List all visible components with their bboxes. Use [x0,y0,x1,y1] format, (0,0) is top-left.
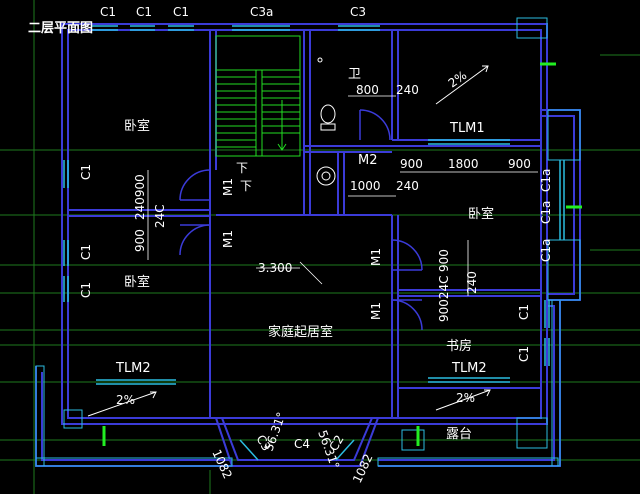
dimension-label: 1800 [448,157,479,171]
slope-arrows [87,65,491,417]
dimension-label: 90024C [437,275,451,322]
room-label-bedroom-w: 卧室 [124,274,150,290]
slope-label: 2% [116,393,135,407]
window-label: C1 [79,244,93,260]
window-symbols [63,25,565,461]
dimension-label: 1000 [350,179,381,193]
staircase [215,35,301,157]
window-label: TLM2 [115,361,151,376]
room-label-terrace: 露台 [446,427,472,442]
dimension-label: 900 [508,157,531,171]
dimension-lines [147,95,538,296]
dimension-label: 1082 [350,452,376,486]
window-label: C1 [79,164,93,180]
green-markers [102,62,582,446]
window-label: C1 [79,282,93,298]
window-label: C1a [539,201,553,224]
hatched-walls [35,17,581,467]
elevation-label: 3.300 [258,261,292,275]
dimension-label: 240 [465,271,479,294]
bathroom-fixtures [316,57,336,186]
window-label: C3 [253,433,273,454]
window-label: C4 [294,437,310,451]
window-label: TLM1 [449,121,485,136]
window-label: C1a [539,239,553,262]
dimension-label: 900 [133,229,147,252]
dimension-label: 240900 [133,174,147,220]
doors [179,109,423,331]
room-label-bedroom-e: 卧室 [468,206,494,222]
dimension-label: 800 [356,83,379,97]
window-label: C3a [250,5,273,19]
window-label: C1 [517,346,531,362]
window-label: C1a [539,169,553,192]
dimension-label: 900 [437,249,451,272]
dimension-label: 900 [400,157,423,171]
room-label-bathroom: 卫 [348,67,361,82]
window-label: C1 [517,304,531,320]
window-label: C1 [173,5,189,19]
door-label: M1 [369,302,383,320]
slope-label: 2% [446,68,470,90]
slope-label: 2% [456,391,475,405]
dimension-label: 240 [396,179,419,193]
room-label-bedroom-nw: 卧室 [124,118,150,134]
door-label: M1 [221,178,235,196]
room-label-family-room: 家庭起居室 [268,324,333,340]
door-label: M2 [358,153,378,168]
window-label: C2 [326,433,346,454]
dimension-label: 24C [153,204,167,228]
window-label: C1 [136,5,152,19]
window-label: C3 [350,5,366,19]
stair-label: 下 [236,161,248,175]
room-label-study: 书房 [446,338,472,354]
drawing-title: 二层平面图 [28,21,93,36]
dimension-label: 240 [396,83,419,97]
stair-label: 下 [240,179,252,193]
door-label: M1 [369,248,383,266]
window-label: C1 [100,5,116,19]
door-label: M1 [221,230,235,248]
window-label: TLM2 [451,361,487,376]
